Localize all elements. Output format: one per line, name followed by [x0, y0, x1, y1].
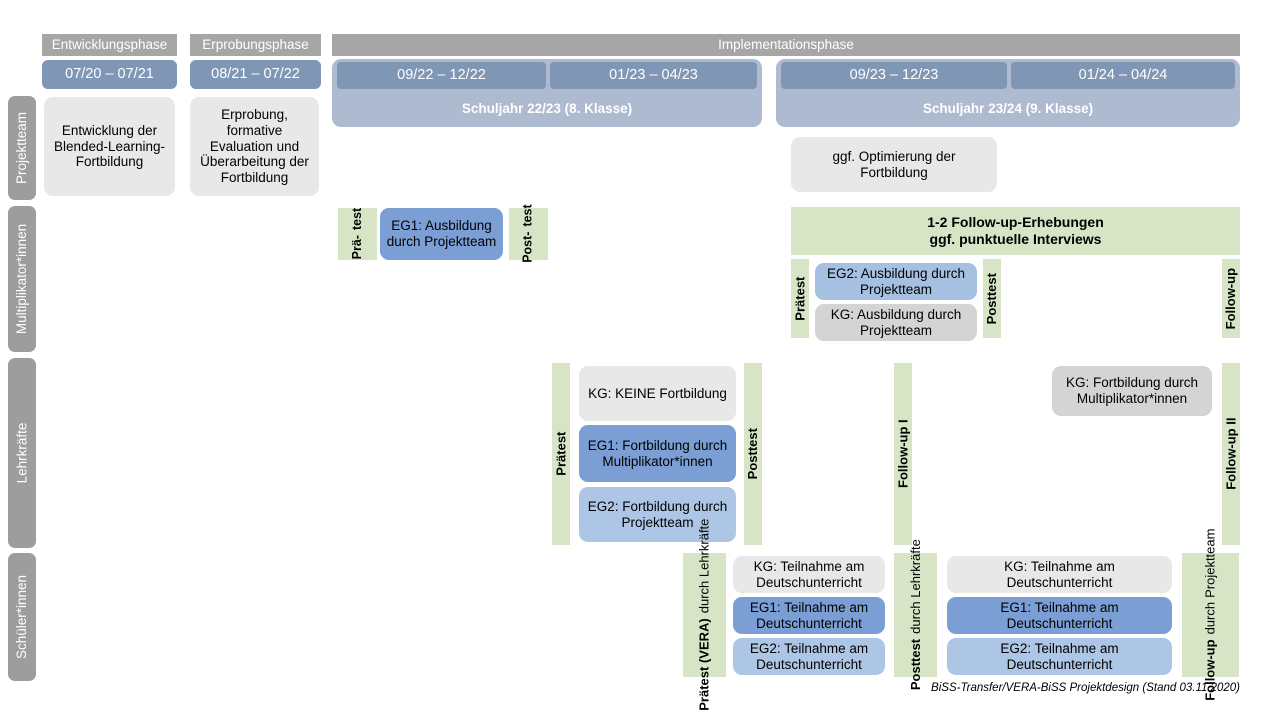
posttest-line1: Post- [520, 231, 535, 264]
green-bar-posttest-multiplikatoren-2: Posttest [983, 259, 1001, 338]
box-text: EG1: Fortbildung durch Multiplikator*inn… [587, 437, 728, 469]
posttest-regular: durch Lehrkräfte [907, 539, 923, 635]
followup-1-label: Follow-up I [895, 419, 911, 489]
box-eg2-teilnahme-links: EG2: Teilnahme am Deutschunterricht [733, 638, 885, 675]
green-bar-followup-1-lehrkraefte: Follow-up I [894, 363, 912, 545]
green-bar-praetest-multiplikatoren-2: Prätest [791, 259, 809, 338]
period-chip-0124-0424: 01/24 – 04/24 [1011, 62, 1235, 89]
banner-line-1: 1-2 Follow-up-Erhebungen [927, 214, 1104, 231]
phase-header-erprobungsphase: Erprobungsphase [190, 34, 321, 56]
box-eg1-teilnahme-rechts: EG1: Teilnahme am Deutschunterricht [947, 597, 1172, 634]
posttest-label: Posttest [984, 272, 1000, 325]
period-label: 07/20 – 07/21 [65, 65, 154, 82]
followup-regular-2: Projektteam [1202, 528, 1218, 599]
box-eg1-fortbildung-multiplikatoren: EG1: Fortbildung durch Multiplikator*inn… [579, 425, 736, 482]
period-label: 01/23 – 04/23 [609, 66, 698, 83]
period-label: 09/23 – 12/23 [849, 66, 939, 83]
green-bar-praetest-lehrkraefte: Prätest [552, 363, 570, 545]
box-text: EG1: Ausbildung durch Projektteam [386, 218, 497, 249]
phase-header-entwicklungsphase: Entwicklungsphase [42, 34, 177, 56]
box-text: EG2: Teilnahme am Deutschunterricht [749, 640, 869, 672]
box-eg1-ausbildung-projektteam: EG1: Ausbildung durch Projektteam [380, 208, 503, 260]
school-year-label: Schuljahr 22/23 (8. Klasse) [461, 101, 633, 117]
period-label: 08/21 – 07/22 [211, 65, 300, 82]
phase-label: Implementationsphase [718, 37, 854, 53]
green-bar-posttest-schueler: Posttest durch Lehrkräfte [894, 540, 937, 690]
box-eg2-ausbildung-projektteam: EG2: Ausbildung durch Projektteam [815, 263, 977, 300]
period-chip-0123-0423: 01/23 – 04/23 [550, 62, 757, 89]
green-bar-posttest-lehrkraefte: Posttest [744, 363, 762, 545]
row-label-text: Lehrkräfte [14, 422, 30, 484]
phase-label: Erprobungsphase [202, 37, 309, 53]
box-kg-teilnahme-rechts: KG: Teilnahme am Deutschunterricht [947, 556, 1172, 593]
box-entwicklung-blended-learning: Entwicklung der Blended-Learning-Fortbil… [44, 97, 175, 196]
period-chip-0821-0722: 08/21 – 07/22 [190, 60, 321, 89]
box-eg1-teilnahme-links: EG1: Teilnahme am Deutschunterricht [733, 597, 885, 634]
box-kg-fortbildung-multiplikatoren: KG: Fortbildung durch Multiplikator*inne… [1052, 366, 1212, 416]
praetest-line2: test [349, 208, 364, 231]
school-year-label: Schuljahr 23/24 (9. Klasse) [922, 101, 1094, 117]
box-eg2-fortbildung-projektteam: EG2: Fortbildung durch Projektteam [579, 487, 736, 542]
followup-2-label: Follow-up II [1223, 417, 1239, 491]
box-text: KG: Ausbildung durch Projektteam [830, 306, 962, 338]
box-text: EG2: Fortbildung durch Projektteam [587, 498, 728, 530]
box-text: KG: Teilnahme am Deutschunterricht [753, 558, 865, 590]
praetest-line1: Prä- [349, 235, 364, 260]
footer-caption: BiSS-Transfer/VERA-BiSS Projektdesign (S… [931, 682, 1240, 694]
row-label-text: Projektteam [14, 111, 30, 185]
box-text: EG2: Ausbildung durch Projektteam [826, 265, 966, 297]
box-text: EG1: Teilnahme am Deutschunterricht [1000, 599, 1119, 631]
green-bar-praetest-vera-schueler: Prätest (VERA) durch Lehrkräfte [683, 519, 726, 711]
row-label-projektteam: Projektteam [8, 96, 36, 200]
row-label-text: Schüler*innen [14, 574, 30, 660]
box-text: KG: Teilnahme am Deutschunterricht [1004, 558, 1115, 590]
phase-header-implementationsphase: Implementationsphase [332, 34, 1240, 56]
box-text: KG: Fortbildung durch Multiplikator*inne… [1065, 375, 1199, 406]
green-bar-praetest-multiplikatoren: Prä- test [338, 208, 377, 260]
banner-followup-erhebungen: 1-2 Follow-up-Erhebungen ggf. punktuelle… [791, 207, 1240, 255]
period-chip-0922-1222: 09/22 – 12/22 [337, 62, 546, 89]
box-text: KG: KEINE Fortbildung [588, 385, 727, 401]
box-optimierung-fortbildung: ggf. Optimierung der Fortbildung [791, 137, 997, 192]
praetest-label: Prätest [553, 431, 569, 477]
praetest-vera-regular: durch Lehrkräfte [696, 518, 712, 614]
box-text: Entwicklung der Blended-Learning-Fortbil… [53, 122, 166, 170]
box-kg-keine-fortbildung: KG: KEINE Fortbildung [579, 366, 736, 421]
green-bar-followup-2-lehrkraefte: Follow-up II [1222, 363, 1240, 545]
green-bar-followup-schueler: Follow-up durch Projektteam [1182, 529, 1239, 701]
box-erprobung-evaluation: Erprobung, formative Evaluation und Über… [190, 97, 319, 196]
phase-label: Entwicklungsphase [51, 37, 168, 53]
praetest-label: Prätest [792, 276, 808, 321]
row-label-lehrkraefte: Lehrkräfte [8, 358, 36, 548]
green-bar-posttest-multiplikatoren: Post- test [509, 204, 548, 264]
followup-regular-1: durch [1202, 602, 1218, 635]
box-text: Erprobung, formative Evaluation und Über… [200, 106, 309, 186]
box-text: EG2: Teilnahme am Deutschunterricht [1000, 640, 1119, 672]
box-text: EG1: Teilnahme am Deutschunterricht [749, 599, 869, 631]
box-kg-ausbildung-projektteam: KG: Ausbildung durch Projektteam [815, 304, 977, 341]
period-label: 01/24 – 04/24 [1078, 66, 1168, 83]
row-label-text: Multiplikator*innen [14, 223, 30, 335]
box-kg-teilnahme-links: KG: Teilnahme am Deutschunterricht [733, 556, 885, 593]
row-label-schuelerinnen: Schüler*innen [8, 553, 36, 681]
row-label-multiplikatorinnen: Multiplikator*innen [8, 206, 36, 352]
period-chip-0720-0721: 07/20 – 07/21 [42, 60, 177, 89]
followup-label: Follow-up [1223, 267, 1239, 330]
posttest-label: Posttest [745, 428, 761, 480]
banner-line-2: ggf. punktuelle Interviews [929, 231, 1102, 247]
box-eg2-teilnahme-rechts: EG2: Teilnahme am Deutschunterricht [947, 638, 1172, 675]
posttest-line2: test [520, 204, 535, 227]
box-text: ggf. Optimierung der Fortbildung [832, 148, 956, 180]
period-label: 09/22 – 12/22 [397, 66, 486, 83]
green-bar-followup-multiplikatoren: Follow-up [1222, 259, 1240, 338]
period-chip-0923-1223: 09/23 – 12/23 [781, 62, 1007, 89]
